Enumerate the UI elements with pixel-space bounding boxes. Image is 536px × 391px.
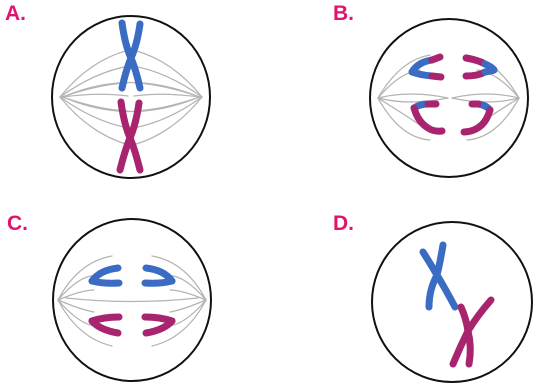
cell-membrane-a xyxy=(51,15,211,179)
chromosome-d-blue xyxy=(419,241,459,311)
chromatid-b-right-bottom xyxy=(460,100,494,136)
chromosome-a-blue xyxy=(118,19,144,92)
label-panel-c: C. xyxy=(7,212,28,235)
cell-c xyxy=(52,218,212,382)
chromosome-c-magenta xyxy=(88,313,176,337)
chromatid-b-left-top xyxy=(408,53,445,81)
label-panel-d: D. xyxy=(333,212,354,235)
label-panel-b: B. xyxy=(333,2,354,25)
chromosome-a-magenta xyxy=(116,98,144,174)
chromatid-b-right-top xyxy=(462,54,498,80)
cell-membrane-b xyxy=(369,18,529,178)
cell-membrane-c xyxy=(52,218,212,382)
spindle-fibers-b xyxy=(377,54,520,141)
cell-b xyxy=(369,18,529,178)
cell-membrane-d xyxy=(371,221,533,383)
chromatid-b-left-bottom xyxy=(410,100,446,135)
cell-a xyxy=(51,15,211,179)
label-panel-a: A. xyxy=(5,2,26,25)
chromosome-c-blue xyxy=(88,264,176,287)
spindle-fibers-c xyxy=(57,255,207,347)
chromosome-d-magenta xyxy=(449,296,495,368)
cell-d xyxy=(371,221,533,383)
